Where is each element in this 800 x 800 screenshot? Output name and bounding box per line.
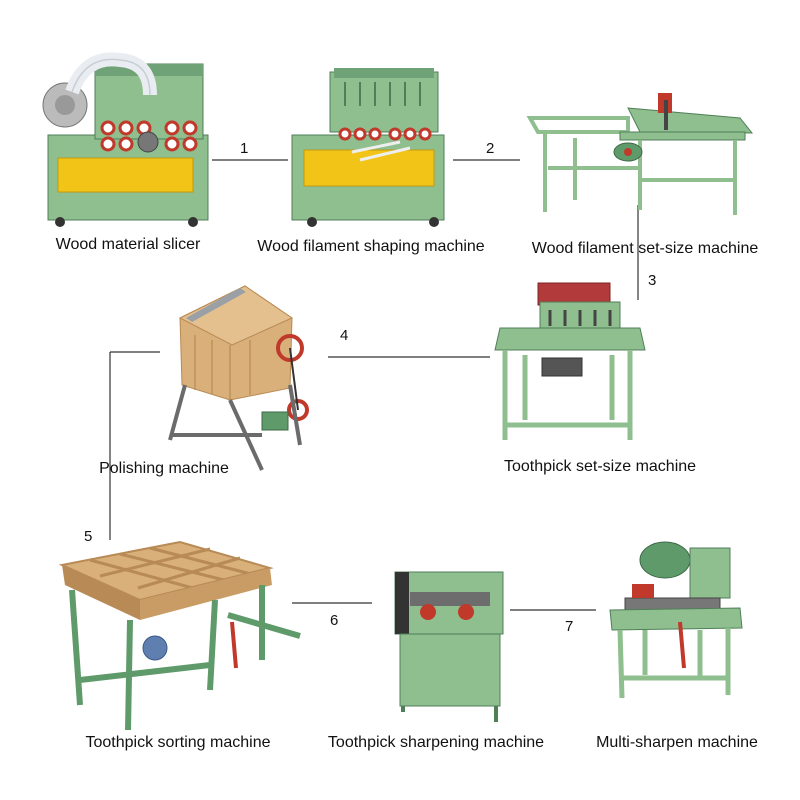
connectors: [109, 159, 639, 611]
slicer-illustration: [42, 52, 209, 227]
step-number-7: 7: [565, 618, 574, 635]
step-number-4: 4: [340, 327, 349, 344]
label-slicer: Wood material slicer: [55, 236, 201, 253]
step-number-1: 1: [240, 140, 249, 157]
label-polisher: Polishing machine: [99, 460, 229, 477]
filament-setsize-illustration: [526, 93, 754, 215]
sharpener-illustration: [394, 571, 504, 722]
toothpick-setsize-illustration: [494, 282, 646, 440]
sorter-illustration: [58, 540, 301, 731]
step-number-2: 2: [486, 140, 495, 157]
shaper-illustration: [291, 68, 445, 227]
label-shaper: Wood filament shaping machine: [257, 238, 485, 255]
step-number-3: 3: [648, 272, 657, 289]
multi-sharpen-illustration: [609, 541, 743, 699]
label-sharpener: Toothpick sharpening machine: [327, 734, 545, 751]
step-number-6: 6: [330, 612, 339, 629]
label-multi-sharpen: Multi-sharpen machine: [596, 734, 758, 751]
polisher-illustration: [168, 285, 309, 471]
label-sorter: Toothpick sorting machine: [85, 734, 271, 751]
label-toothpick-setsize: Toothpick set-size machine: [503, 458, 697, 475]
label-filament-setsize: Wood filament set-size machine: [531, 240, 759, 257]
step-number-5: 5: [84, 528, 93, 545]
